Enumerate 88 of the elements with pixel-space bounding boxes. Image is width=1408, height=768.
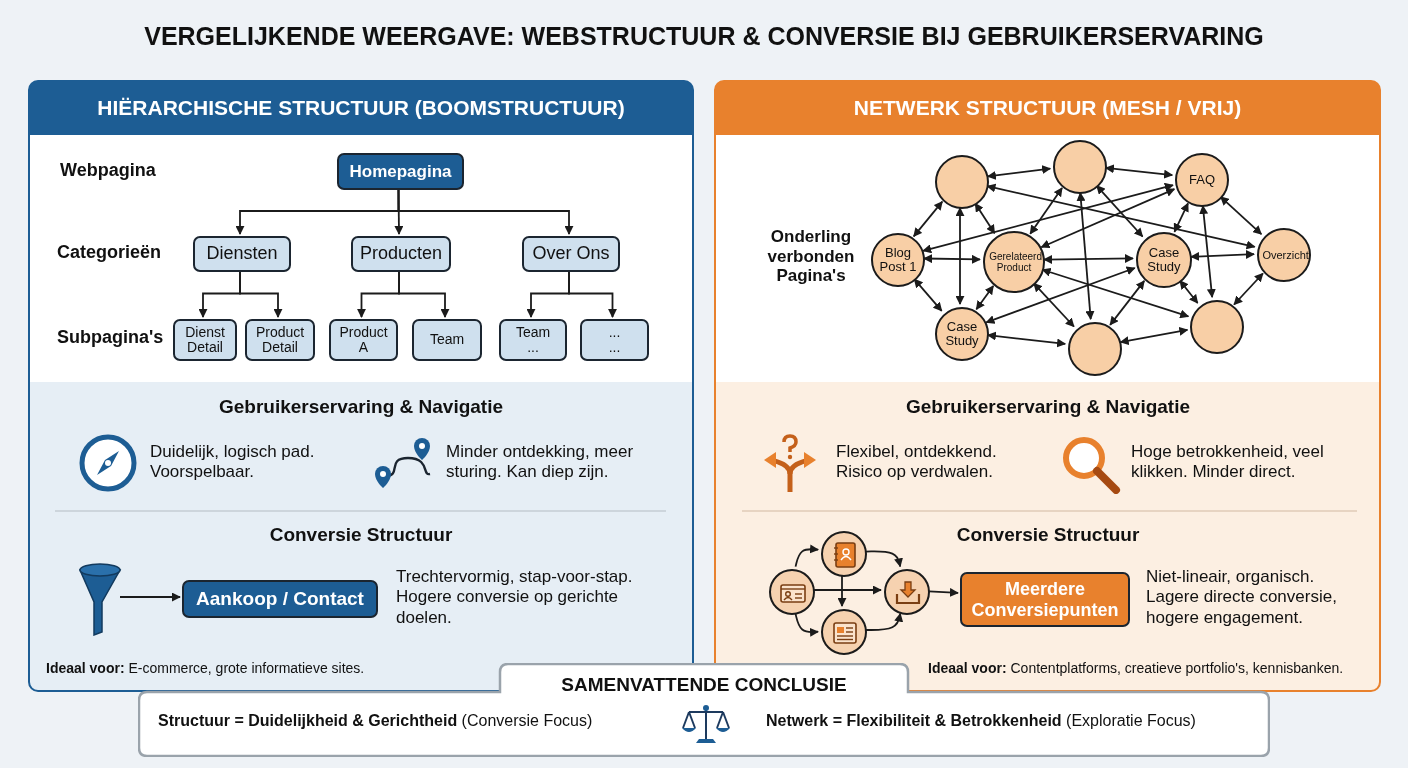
empty-page-circle: [935, 155, 989, 209]
row-label: Categorieën: [57, 242, 163, 264]
diagram-title: VERGELIJKENDE WEERGAVE: WEBSTRUCTUUR & CONVERSIE BIJ GEBRUIKERSERVARING: [143, 22, 1265, 51]
arrow: [794, 544, 819, 568]
arrow: [1032, 282, 1075, 328]
page-circle: [821, 531, 867, 577]
conclusion-text: Structuur = Duidelijkheid & Gerichtheid (Conversie Focus): [158, 712, 594, 730]
page-box: Over Ons: [522, 236, 620, 272]
description-text: Flexibel, ontdekkend. Risico op verdwalen.: [836, 442, 998, 483]
arrow: [1043, 254, 1134, 264]
page-circle: Blog Post 1: [871, 233, 925, 287]
arrow: [975, 285, 995, 311]
arrow: [568, 269, 617, 318]
arrow: [922, 182, 1174, 254]
arrow: [837, 575, 847, 607]
description-text: Trechtervormig, stap-voor-stap. Hogere conversie op gerichte doelen.: [396, 567, 634, 629]
arrow: [1104, 164, 1174, 179]
arrow: [1219, 196, 1263, 235]
action-box: Homepagina: [337, 153, 464, 190]
arrow: [1076, 192, 1095, 320]
page-circle: [821, 609, 867, 655]
panel-title: HIËRARCHISCHE STRUCTUUR (BOOMSTRUCTUUR): [96, 96, 626, 120]
funnel-icon: [78, 562, 122, 636]
page-circle: Case Study: [1136, 232, 1192, 288]
page-circle: FAQ: [1175, 153, 1229, 207]
description-text: Hoge betrokkenheid, veel klikken. Minder direct.: [1131, 442, 1325, 483]
section-heading: Conversie Structuur: [268, 524, 454, 547]
page-circle: Case Study: [935, 307, 989, 361]
page-circle: Gerelateerd Product: [983, 231, 1045, 293]
page-circle: [884, 569, 930, 615]
conclusion-text: Netwerk = Flexibiliteit & Betrokkenheid (Exploratie Focus): [766, 712, 1197, 730]
arrow: [985, 266, 1136, 324]
page-box: Team: [412, 319, 482, 361]
page-box: Dienst Detail: [173, 319, 237, 361]
page-box: Product Detail: [245, 319, 315, 361]
arrow: [1173, 202, 1189, 233]
arrow: [1041, 267, 1190, 319]
row-label: Webpagina: [60, 160, 157, 182]
arrow: [928, 587, 959, 597]
arrow: [1119, 327, 1189, 345]
arrow: [1190, 250, 1255, 261]
arrow: [955, 207, 965, 305]
row-label: Subpagina's: [57, 327, 165, 349]
arrow: [1233, 272, 1264, 306]
action-box: Aankoop / Contact: [182, 580, 378, 618]
arrow: [865, 612, 904, 631]
arrow: [397, 187, 574, 235]
page-box: Product A: [329, 319, 398, 361]
conclusion-title: SAMENVATTENDE CONCLUSIE: [560, 674, 848, 696]
arrow: [813, 585, 882, 595]
page-circle: [769, 569, 815, 615]
arrow: [1179, 279, 1199, 304]
note-text: Ideaal voor: Contentplatforms, creatieve portfolio's, kennisbanken.: [928, 660, 1345, 677]
arrow: [974, 202, 996, 235]
description-text: Minder ontdekking, meer sturing. Kan diep zijn.: [446, 442, 635, 483]
arrow: [912, 200, 944, 238]
section-heading: Conversie Structuur: [955, 524, 1141, 547]
arrow: [1029, 187, 1063, 235]
panel-title: NETWERK STRUCTUUR (MESH / VRIJ): [852, 96, 1243, 120]
action-box: Meerdere Conversiepunten: [960, 572, 1130, 627]
arrow: [913, 278, 943, 312]
arrow: [239, 269, 283, 318]
empty-page-circle: [1068, 322, 1122, 376]
page-circle: Overzicht: [1257, 228, 1311, 282]
description-text: Niet-lineair, organisch. Lagere directe conversie, hogere engagement.: [1146, 567, 1338, 629]
page-box: Team ...: [499, 319, 567, 361]
arrow: [986, 183, 1256, 250]
row-label: Onderling verbonden Pagina's: [766, 227, 856, 286]
arrow: [794, 612, 819, 637]
arrow: [1109, 280, 1146, 326]
section-heading: Gebruikerservaring & Navigatie: [904, 396, 1192, 419]
arrow: [923, 254, 981, 264]
page-box: ... ...: [580, 319, 649, 361]
note-text: Ideaal voor: E-commerce, grote informatieve sites.: [46, 660, 366, 677]
arrow: [1040, 188, 1176, 249]
description-text: Duidelijk, logisch pad. Voorspelbaar.: [150, 442, 316, 483]
arrow: [986, 165, 1052, 180]
arrow: [986, 331, 1067, 348]
arrow: [119, 592, 181, 602]
arrow: [865, 550, 903, 568]
arrow: [1199, 204, 1216, 299]
empty-page-circle: [1053, 140, 1107, 194]
page-box: Producten: [351, 236, 451, 272]
page-box: Diensten: [193, 236, 291, 272]
section-heading: Gebruikerservaring & Navigatie: [217, 396, 505, 419]
arrow: [398, 269, 450, 318]
empty-page-circle: [1190, 300, 1244, 354]
arrow: [1095, 184, 1144, 238]
